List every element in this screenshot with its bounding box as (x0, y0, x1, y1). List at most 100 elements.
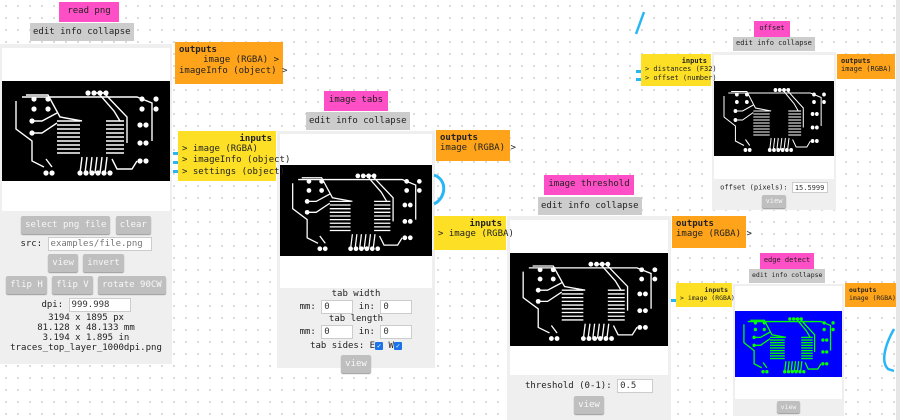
pcb-pad (95, 170, 101, 176)
pcb-pad (416, 188, 422, 193)
tab-width-in-input[interactable] (380, 300, 413, 314)
rotate-90cw-button[interactable]: rotate 90CW (98, 276, 166, 294)
read-png-collapse-link[interactable]: collapse (87, 27, 131, 37)
pcb-trace (94, 156, 98, 174)
output-port-image[interactable]: image (RGBA) > (440, 143, 516, 153)
pcb-pad (402, 235, 408, 241)
edge-detect-view-button[interactable]: view (776, 401, 801, 413)
tab-length-in-input[interactable] (380, 325, 413, 339)
pcb-pad (588, 261, 594, 267)
pcb-trace (292, 183, 319, 244)
output-port-imageinfo[interactable]: imageInfo (object) > (179, 66, 288, 77)
output-port-image[interactable]: image (RGBA) > (849, 294, 900, 302)
read-png-controls: select png file clear src: view invert f… (0, 216, 172, 353)
inputs-header: inputs (469, 219, 502, 229)
pcb-trace (532, 265, 586, 291)
pcb-trace (799, 361, 803, 372)
pcb-trace (538, 282, 563, 291)
input-port-settings[interactable]: > settings (object) (182, 166, 285, 177)
pcb-pad (810, 139, 815, 143)
edge-detect-edit-link[interactable]: edit (752, 271, 768, 279)
image-threshold-title[interactable]: image threshold (544, 175, 634, 195)
input-port-image[interactable]: > image (RGBA) (680, 294, 735, 302)
input-port-imageinfo[interactable]: > imageInfo (object) (182, 155, 291, 166)
pcb-pad (822, 100, 826, 104)
flip-h-button[interactable]: flip H (6, 276, 47, 294)
read-png-image (2, 81, 170, 181)
flip-v-button[interactable]: flip V (52, 276, 93, 294)
pcb-pad (605, 261, 611, 267)
pcb-pad (348, 246, 353, 252)
input-port-distances[interactable]: > distances (F32) (645, 65, 717, 73)
pcb-trace (769, 137, 772, 151)
pcb-pad (586, 336, 592, 341)
pcb-trace (804, 362, 822, 370)
offset-input[interactable] (791, 182, 828, 193)
offset-title[interactable]: offset (754, 21, 790, 37)
side-w-label: W (388, 341, 394, 351)
image-tabs-info-link[interactable]: info (336, 116, 358, 126)
offset-collapse-link[interactable]: collapse (778, 39, 812, 47)
pcb-pad (91, 90, 97, 96)
pcb-trace (792, 139, 811, 148)
read-png-title[interactable]: read png (59, 2, 119, 22)
input-port-image[interactable]: > image (RGBA) (182, 144, 258, 154)
vertical-scrollbar[interactable] (896, 0, 900, 420)
offset-image (714, 81, 834, 156)
image-threshold-inputs: inputs > image (RGBA) (434, 216, 514, 250)
pcb-pad (798, 370, 802, 374)
image-threshold-collapse-link[interactable]: collapse (595, 201, 639, 211)
threshold-input[interactable] (617, 379, 654, 393)
pcb-trace (796, 361, 800, 372)
offset-view-button[interactable]: view (761, 195, 787, 208)
image-threshold-edit-link[interactable]: edit (541, 201, 563, 211)
pcb-pad (825, 338, 829, 342)
clear-button[interactable]: clear (115, 216, 151, 234)
pcb-pad (319, 188, 324, 193)
tab-length-mm-input[interactable] (321, 325, 354, 339)
wire-port (173, 170, 178, 173)
pcb-pad (639, 267, 645, 273)
pcb-trace (104, 156, 108, 174)
output-port-image[interactable]: image (RGBA) > (676, 229, 752, 239)
side-e-checkbox[interactable]: ✓ (375, 342, 384, 350)
input-port-offset[interactable]: > offset (number) (645, 73, 717, 82)
pcb-trace (745, 139, 751, 146)
image-tabs-title[interactable]: image tabs (324, 91, 388, 111)
input-port-image[interactable]: > image (RGBA) (438, 229, 514, 239)
edge-detect-collapse-link[interactable]: collapse (791, 271, 823, 279)
dpi-input[interactable] (68, 298, 131, 312)
pcb-pad (153, 106, 159, 112)
image-tabs-collapse-link[interactable]: collapse (363, 116, 407, 126)
image-tabs-edit-link[interactable]: edit (309, 116, 331, 126)
select-png-file-button[interactable]: select png file (21, 216, 111, 234)
mm-size: 81.128 x 48.133 mm (37, 323, 135, 333)
pcb-pad (535, 298, 541, 304)
pcb-trace (776, 137, 779, 151)
image-tabs-view-button[interactable]: view (341, 355, 371, 373)
read-png-edit-link[interactable]: edit (33, 27, 55, 37)
edge-detect-title[interactable]: edge detect (760, 253, 814, 269)
side-w-checkbox[interactable]: ✓ (393, 342, 402, 350)
image-threshold-view-button[interactable]: view (574, 396, 604, 414)
pcb-pad (733, 118, 738, 122)
output-port-image[interactable]: image (RGBA) > (203, 55, 279, 65)
offset-edit-link[interactable]: edit (736, 39, 753, 47)
src-input[interactable] (47, 237, 152, 251)
pcb-pad (831, 327, 835, 332)
view-button[interactable]: view (48, 254, 78, 272)
pcb-pad (810, 112, 815, 116)
offset-info-link[interactable]: info (757, 39, 774, 47)
read-png-info-link[interactable]: info (60, 27, 82, 37)
pcb-pad (642, 324, 648, 330)
edge-detect-info-link[interactable]: info (771, 271, 788, 279)
image-tabs-edit-bar: edit info collapse (306, 112, 410, 130)
tab-sides-label: tab sides: (310, 341, 365, 351)
image-threshold-outputs: outputs image (RGBA) > (672, 216, 752, 248)
image-threshold-info-link[interactable]: info (568, 201, 590, 211)
invert-button[interactable]: invert (83, 254, 124, 272)
output-port-image[interactable]: image (RGBA) > (841, 65, 900, 73)
pcb-pad (89, 170, 95, 176)
offset-controls: offset (pixels): view (712, 182, 836, 208)
tab-width-mm-input[interactable] (321, 300, 354, 314)
